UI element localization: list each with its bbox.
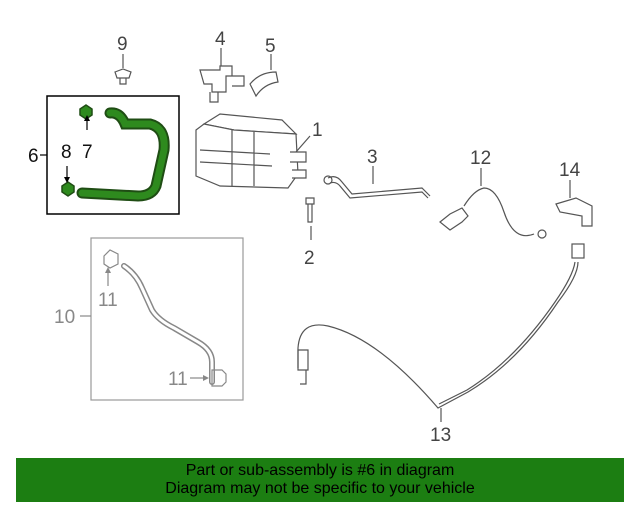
- part-13-connector: [571, 243, 585, 259]
- part-11-top-arrowhead: [105, 267, 111, 273]
- part-8-arrowhead: [64, 177, 70, 183]
- callout-12[interactable]: 12: [470, 148, 491, 169]
- part-14-bracket-icon[interactable]: [555, 197, 593, 227]
- part-1-canister-body[interactable]: [195, 123, 299, 189]
- callout-8[interactable]: 8: [61, 142, 72, 163]
- part-6-group[interactable]: [40, 95, 180, 215]
- part-1-group[interactable]: [195, 113, 311, 189]
- part-11-bottom-arrowhead: [203, 375, 209, 381]
- callout-6[interactable]: 6: [28, 146, 39, 167]
- callout-1[interactable]: 1: [312, 120, 323, 141]
- part-1-canister-port: [290, 151, 307, 179]
- part-8-clamp-icon[interactable]: [61, 181, 75, 197]
- part-14-group[interactable]: [555, 180, 593, 227]
- part-13-harness-wire-inner: [438, 261, 576, 405]
- part-12-sensor-wire: [463, 187, 535, 237]
- part-11-clamp-icon-bottom[interactable]: [211, 369, 227, 387]
- callout-5[interactable]: 5: [265, 36, 276, 57]
- part-13-group[interactable]: [297, 243, 585, 422]
- part-2-group[interactable]: [305, 197, 315, 240]
- callout-13[interactable]: 13: [430, 425, 451, 446]
- part-12-connector: [537, 229, 547, 239]
- callout-9[interactable]: 9: [117, 34, 128, 55]
- part-12-sensor-body[interactable]: [439, 207, 469, 231]
- part-13-sensor-tip: [297, 349, 309, 385]
- part-10-box[interactable]: [90, 237, 244, 401]
- part-10-hose-inner: [122, 264, 214, 384]
- callout-11-bottom[interactable]: 11: [168, 369, 188, 390]
- part-10-group[interactable]: [80, 237, 244, 401]
- part-12-group[interactable]: [439, 168, 547, 239]
- part-3-group[interactable]: [323, 166, 431, 199]
- callout-4[interactable]: 4: [215, 29, 226, 50]
- callout-14[interactable]: 14: [559, 160, 581, 181]
- part-11-clamp-icon-top[interactable]: [103, 249, 119, 269]
- part-5-group[interactable]: [249, 54, 279, 98]
- part-4-group[interactable]: [199, 48, 245, 103]
- callout-10[interactable]: 10: [54, 307, 75, 328]
- info-banner: Part or sub-assembly is #6 in diagram Di…: [16, 458, 624, 502]
- callout-7[interactable]: 7: [82, 142, 93, 163]
- part-1-leader: [295, 135, 311, 153]
- part-13-harness-wire[interactable]: [297, 261, 579, 409]
- callout-3[interactable]: 3: [367, 147, 378, 168]
- banner-line-2: Diagram may not be specific to your vehi…: [165, 480, 475, 497]
- part-4-valve-icon[interactable]: [199, 65, 245, 103]
- part-3-pipe-end: [323, 175, 333, 185]
- part-2-bolt-icon[interactable]: [305, 197, 315, 223]
- part-7-arrowhead: [84, 115, 90, 121]
- part-9-bolt-icon[interactable]: [114, 68, 132, 85]
- part-7-clamp-icon[interactable]: [79, 104, 93, 120]
- banner-line-1: Part or sub-assembly is #6 in diagram: [185, 462, 455, 479]
- part-1-canister-ribs: [199, 130, 273, 186]
- callout-11-top[interactable]: 11: [98, 290, 118, 311]
- part-9-group[interactable]: [114, 54, 132, 85]
- part-6-hose-fill: [78, 109, 168, 200]
- part-5-hose-end-icon[interactable]: [249, 71, 279, 98]
- callout-2[interactable]: 2: [304, 248, 315, 269]
